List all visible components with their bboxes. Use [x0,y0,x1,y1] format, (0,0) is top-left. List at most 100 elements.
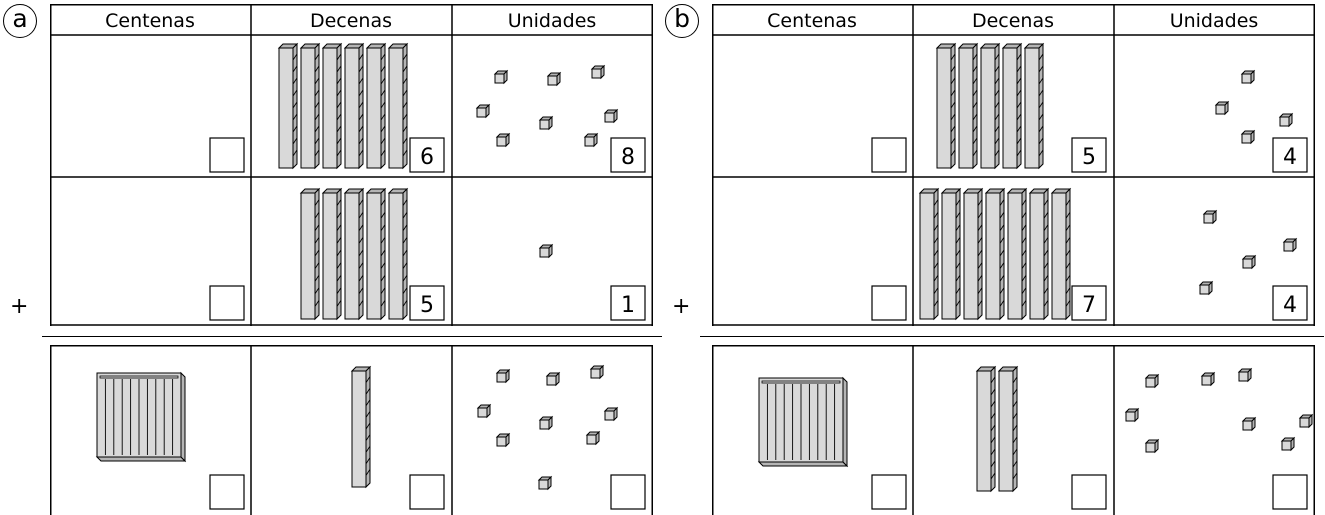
sum-divider-line [42,336,662,337]
answer-box-centenas[interactable] [209,285,245,321]
rods-group [299,187,409,321]
unit-cube [545,371,561,387]
cubes-group [1198,209,1298,296]
answer-box-decenas[interactable] [409,137,445,173]
result-table [712,345,1315,515]
unit-cube [1144,373,1160,389]
unit-cube [495,368,511,384]
ten-rod [935,42,957,170]
unit-cube [495,132,511,148]
answer-box-decenas[interactable] [409,285,445,321]
unit-cube [1240,129,1256,145]
unit-cube [589,364,605,380]
table-frame [712,345,1315,515]
unit-cube [1282,237,1298,253]
rods-group [918,187,1072,321]
answer-box-unidades[interactable] [1272,474,1308,510]
ten-rod [984,187,1006,321]
unit-cube [1278,112,1294,128]
unit-cube [1280,436,1296,452]
exercise-a: a + Centenas Decenas Unidades 6 8 5 1 [0,0,662,515]
answer-box-centenas[interactable] [871,474,907,510]
exercise-label: a [3,4,37,38]
unit-cube [538,115,554,131]
answer-box-decenas[interactable] [1071,285,1107,321]
ten-rod [387,187,409,321]
unit-cube [493,69,509,85]
answer-box-decenas[interactable] [409,474,445,510]
answer-box-unidades[interactable] [610,137,646,173]
table-frame [712,4,1315,326]
unit-cube [1298,413,1314,429]
header-decenas: Decenas [310,10,392,32]
ten-rod [321,42,343,170]
unit-cube [585,430,601,446]
ten-rod [1006,187,1028,321]
ten-rod [387,42,409,170]
sum-divider-line [700,336,1324,337]
ten-rod [1028,187,1050,321]
answer-box-unidades[interactable] [1272,137,1308,173]
answer-digit-unidades: 4 [1283,145,1297,170]
ten-rod [321,187,343,321]
answer-digit-unidades: 4 [1283,293,1297,318]
table-frame [50,4,653,326]
ten-rod [365,187,387,321]
ten-rod [299,42,321,170]
answer-digit-decenas: 5 [420,293,434,318]
answer-digit-decenas: 7 [1082,293,1096,318]
unit-cube [1214,100,1230,116]
answer-box-centenas[interactable] [871,285,907,321]
ten-rod [957,42,979,170]
addends-table: Centenas Decenas Unidades 6 8 5 1 [50,4,653,326]
unit-cube [475,103,491,119]
hundred-flat [757,376,849,468]
ten-rod [343,187,365,321]
unit-cube [537,475,553,491]
answer-box-unidades[interactable] [610,474,646,510]
header-unidades: Unidades [1170,10,1259,32]
rods-group [975,365,1019,493]
answer-box-unidades[interactable] [610,285,646,321]
addends-table: Centenas Decenas Unidades 5 4 7 4 [712,4,1315,326]
ten-rod [350,365,372,489]
unit-cube [546,71,562,87]
ten-rod [365,42,387,170]
ten-rod [997,365,1019,493]
unit-cube [1241,416,1257,432]
answer-digit-decenas: 5 [1082,145,1096,170]
unit-cube [1198,280,1214,296]
ten-rod [918,187,940,321]
answer-box-centenas[interactable] [209,137,245,173]
ten-rod [1001,42,1023,170]
unit-cube [1124,407,1140,423]
unit-cube [603,406,619,422]
answer-box-decenas[interactable] [1071,474,1107,510]
unit-cube [603,108,619,124]
cubes-group [476,364,619,491]
unit-cube [476,403,492,419]
result-table [50,345,653,515]
ten-rod [343,42,365,170]
cubes-group [538,243,554,259]
cubes-group [1214,69,1294,145]
unit-cube [1200,371,1216,387]
answer-box-centenas[interactable] [209,474,245,510]
rods-group [350,365,372,489]
table-frame [50,345,653,515]
header-centenas: Centenas [105,10,195,32]
ten-rod [1050,187,1072,321]
answer-box-centenas[interactable] [871,137,907,173]
exercise-b: b + Centenas Decenas Unidades 5 4 7 4 [662,0,1324,515]
unit-cube [1144,438,1160,454]
unit-cube [1202,209,1218,225]
unit-cube [495,432,511,448]
exercise-label: b [665,4,699,38]
answer-box-decenas[interactable] [1071,137,1107,173]
answer-box-unidades[interactable] [1272,285,1308,321]
ten-rod [975,365,997,493]
ten-rod [299,187,321,321]
unit-cube [1240,69,1256,85]
unit-cube [1241,254,1257,270]
answer-digit-unidades: 1 [621,293,635,318]
